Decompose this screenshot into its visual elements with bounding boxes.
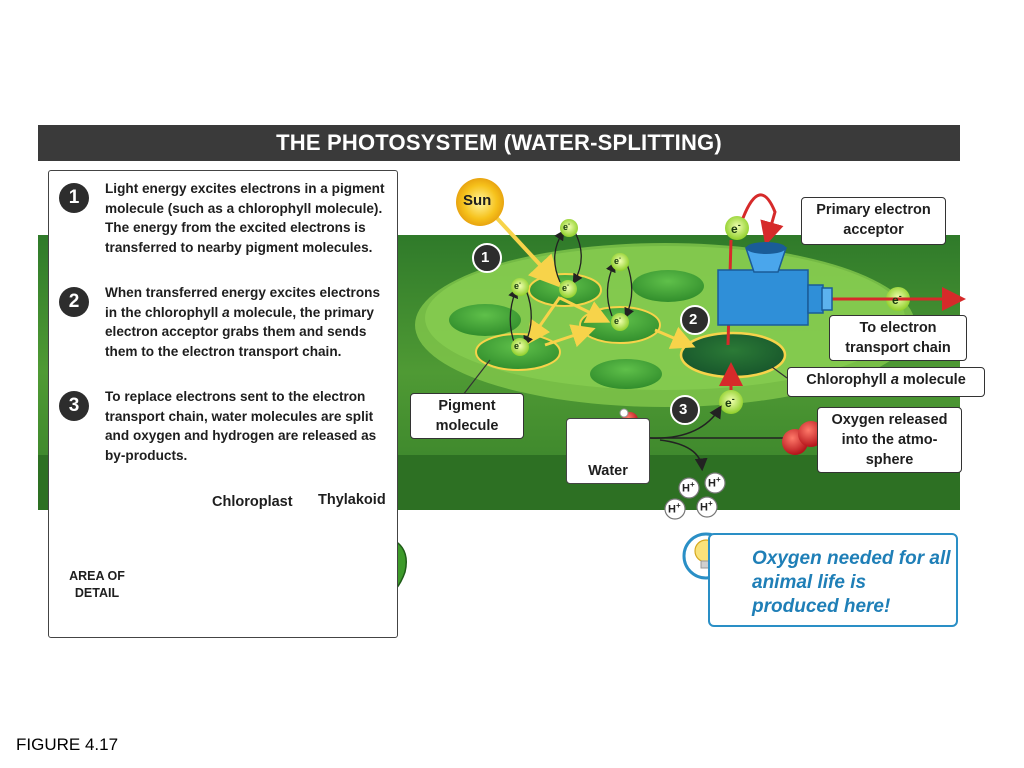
oxygen-callout: Oxygen needed for all animal life is pro… [708, 533, 958, 627]
callout-text: Oxygen needed for all animal life is pro… [752, 548, 951, 617]
electron-label: e- [562, 282, 570, 293]
hydrogen-ions [664, 472, 726, 520]
step-1-number: 1 [59, 183, 89, 213]
figure-label: FIGURE 4.17 [16, 735, 119, 754]
sun-label: Sun [463, 192, 492, 209]
water-label: Water [566, 418, 650, 484]
thylakoid-label: Thylakoid [318, 492, 386, 508]
diagram-step-markers [472, 243, 710, 425]
chlorophyll-suffix: molecule [902, 372, 966, 388]
hydrogen-ion-label: H+ [682, 480, 695, 495]
step-2-italic-a: a [222, 304, 230, 320]
primary-acceptor-device [717, 242, 833, 326]
area-of-detail-label: AREA OF DETAIL [69, 569, 125, 600]
chlorophyll-prefix: Chlorophyll [806, 372, 887, 388]
steps-panel: 1 Light energy excites electrons in a pi… [48, 170, 398, 638]
marker-1: 1 [481, 249, 490, 266]
oxygen-released-label: Oxygen released into the atmo-sphere [817, 407, 962, 473]
step-1-text: Light energy excites electrons in a pigm… [105, 181, 385, 255]
sun-icon [456, 178, 504, 226]
chlorophyll-a-label: Chlorophyll a molecule [787, 367, 985, 397]
electron-label: e- [514, 280, 522, 291]
hydrogen-ion-label: H+ [708, 475, 721, 490]
step-3-text: To replace electrons sent to the electro… [105, 389, 377, 463]
electron-label: e- [614, 315, 622, 326]
electron-label: e- [563, 221, 571, 232]
electron-label: e- [514, 340, 522, 351]
electron-label: e- [614, 255, 622, 266]
step-2-number: 2 [59, 287, 89, 317]
sunlight-beam [492, 213, 562, 288]
hydrogen-ion-label: H+ [700, 499, 713, 514]
electron-particles [511, 216, 910, 414]
chloroplast-label: Chloroplast [212, 494, 293, 510]
step-3-number: 3 [59, 391, 89, 421]
electron-transport-label: To electron transport chain [829, 315, 967, 361]
pigment-molecule-label: Pigment molecule [410, 393, 524, 439]
energy-transfer-arrows [526, 296, 696, 349]
electron-label: e- [892, 291, 902, 307]
primary-acceptor-label: Primary electron acceptor [801, 197, 946, 245]
electron-label: e- [731, 220, 741, 236]
chlorophyll-italic: a [890, 372, 899, 388]
electron-label: e- [725, 394, 735, 410]
marker-3: 3 [679, 401, 688, 418]
hydrogen-ion-label: H+ [668, 501, 681, 516]
marker-2: 2 [689, 311, 698, 328]
electron-excitation-arrows [508, 229, 634, 347]
chlorophyll-a-mound [679, 331, 787, 379]
step-2-text: When transferred energy excites electron… [105, 285, 381, 359]
diagram-title: THE PHOTOSYSTEM (WATER-SPLITTING) [38, 125, 960, 161]
